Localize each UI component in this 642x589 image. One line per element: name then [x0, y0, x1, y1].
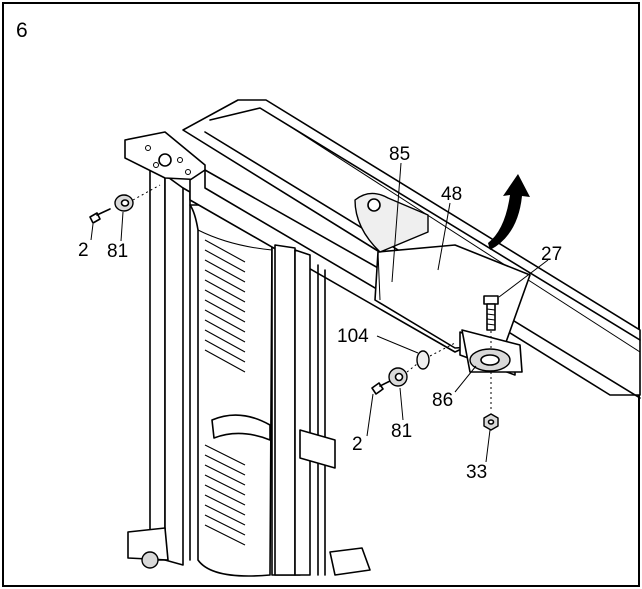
left-hardware — [89, 184, 161, 224]
washer-icon — [416, 350, 430, 370]
bolt-27 — [483, 295, 499, 348]
leader-lines — [90, 162, 549, 463]
left-foot — [127, 527, 169, 561]
part-label-104: 104 — [337, 326, 369, 347]
upright-rail — [182, 99, 641, 399]
vent-slots-upper — [204, 239, 246, 373]
part-label-33: 33 — [466, 462, 487, 483]
center-upright — [274, 244, 311, 576]
pivot-bracket — [461, 329, 523, 373]
part-label-27: 27 — [541, 244, 562, 265]
center-hardware — [371, 342, 456, 395]
part-label-85: 85 — [389, 144, 410, 165]
left-foot-wheel — [141, 551, 159, 569]
part-label-81-center: 81 — [391, 421, 412, 442]
treadmill-drawing — [124, 99, 641, 577]
part-label-2-left: 2 — [78, 240, 89, 261]
part-label-86: 86 — [432, 390, 453, 411]
hood-handle — [211, 414, 271, 441]
nut-33 — [483, 372, 499, 431]
vent-slots-lower — [204, 444, 246, 546]
part-label-81-left: 81 — [107, 241, 128, 262]
right-post — [317, 264, 326, 576]
curved-arrow-up-icon — [488, 174, 530, 250]
step-number: 6 — [16, 19, 28, 42]
part-label-2-center: 2 — [352, 434, 363, 455]
center-clip — [299, 429, 336, 469]
center-foot — [329, 547, 371, 576]
part-label-48: 48 — [441, 184, 462, 205]
